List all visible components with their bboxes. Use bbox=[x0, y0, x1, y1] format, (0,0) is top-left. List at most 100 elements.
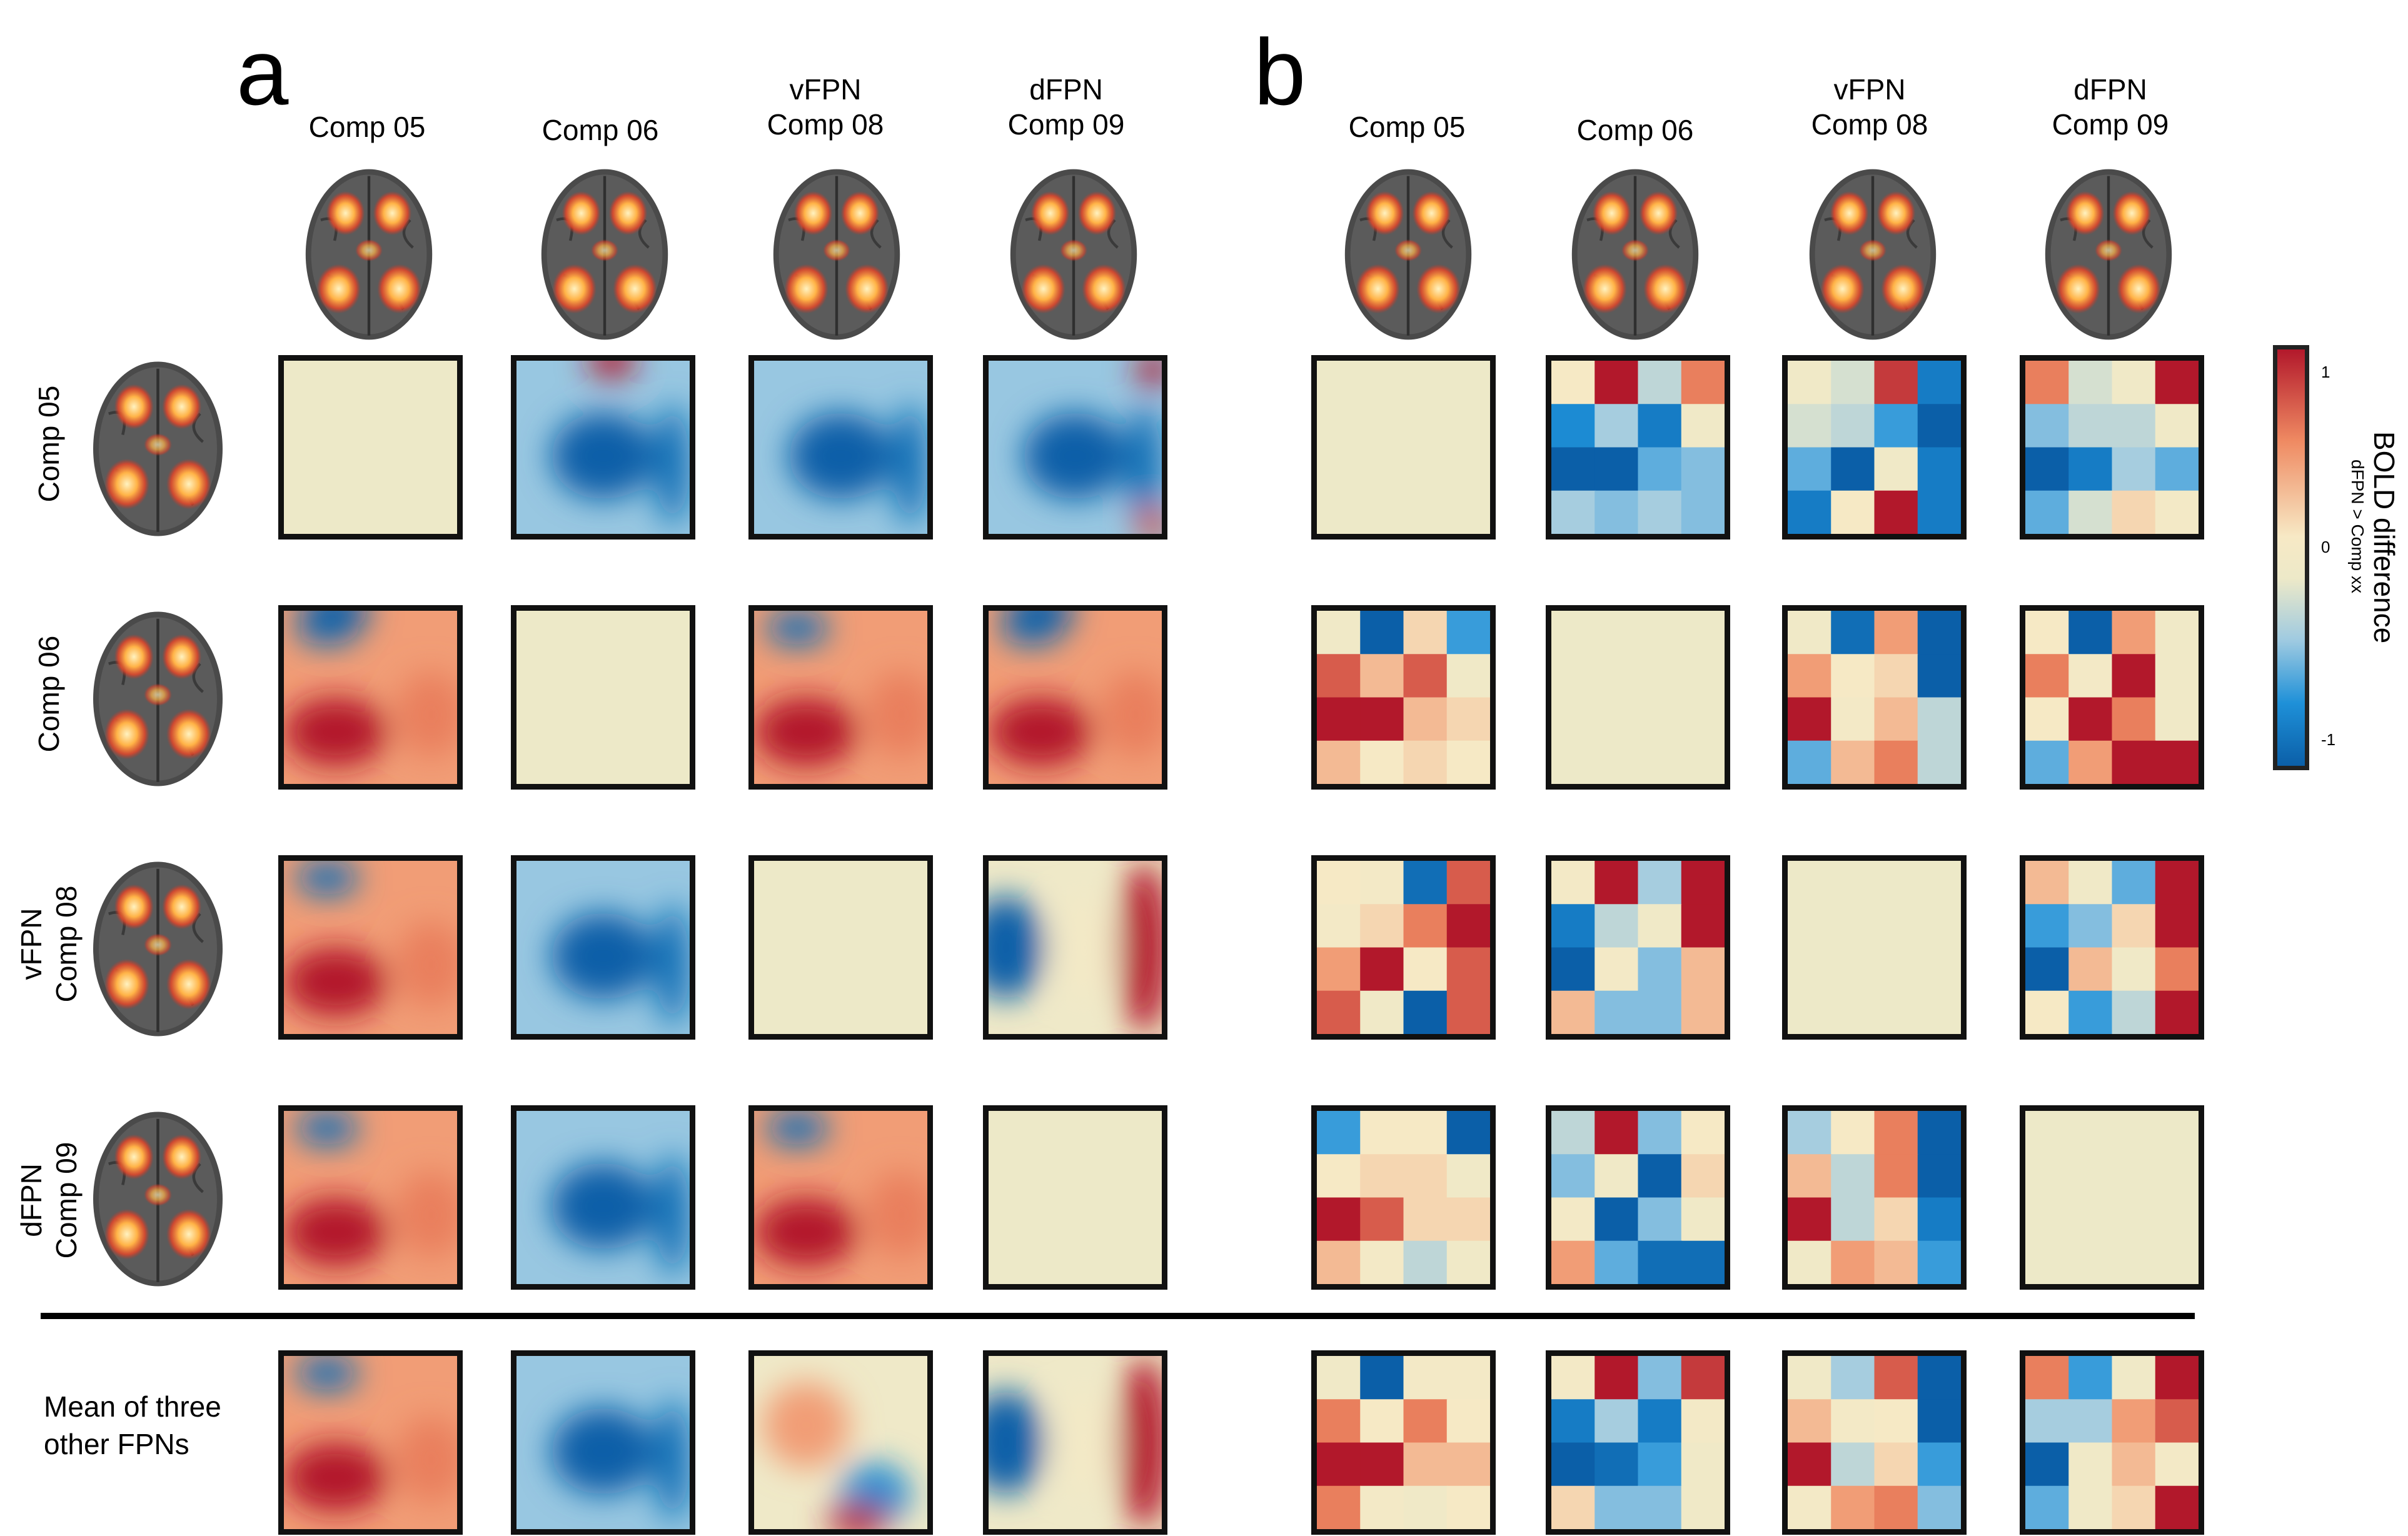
mean-tile-a bbox=[983, 1350, 1167, 1535]
heatmap-blob bbox=[551, 1408, 655, 1495]
heatmap-cell bbox=[1638, 904, 1683, 948]
heatmap-cell bbox=[1594, 1485, 1639, 1529]
heatmap-blob bbox=[1005, 611, 1076, 632]
heatmap-cell bbox=[1638, 1356, 1683, 1400]
heatmap-cell bbox=[1403, 611, 1448, 655]
heatmap-cell bbox=[1594, 1442, 1639, 1487]
brain-column-thumbnail bbox=[1010, 169, 1137, 340]
heatmap-blob bbox=[788, 413, 893, 499]
heatmap-cell bbox=[1638, 404, 1683, 448]
heatmap-cell bbox=[2068, 947, 2113, 992]
heatmap-cell bbox=[2155, 611, 2199, 655]
heatmap-cell bbox=[1551, 904, 1596, 948]
grid-heatmap bbox=[1551, 861, 1725, 1034]
heatmap-cell bbox=[1403, 1197, 1448, 1242]
heatmap-cell bbox=[1638, 447, 1683, 492]
heatmap-cell bbox=[1638, 861, 1683, 905]
heatmap-cell bbox=[2112, 611, 2157, 655]
heatmap-cell bbox=[2068, 404, 2113, 448]
heatmap-cell bbox=[1317, 1154, 1361, 1198]
heatmap-cell bbox=[1360, 904, 1404, 948]
heatmap-cell bbox=[2112, 1399, 2157, 1443]
heatmap-cell bbox=[1446, 697, 1490, 742]
heatmap-blob bbox=[284, 947, 388, 1017]
heatmap-cell bbox=[2112, 404, 2157, 448]
mean-tile-a bbox=[748, 1350, 933, 1535]
colorbar-title: BOLD difference bbox=[2368, 431, 2400, 644]
heatmap-cell bbox=[1446, 740, 1490, 784]
heatmap-cell bbox=[1360, 611, 1404, 655]
heatmap-blob bbox=[396, 671, 457, 758]
smooth-heatmap bbox=[284, 1111, 457, 1284]
heatmap-cell bbox=[1317, 1356, 1361, 1400]
diagonal-empty bbox=[2025, 1111, 2199, 1284]
heatmap-cell bbox=[2025, 947, 2070, 992]
heatmap-blob bbox=[296, 1356, 359, 1391]
heatmap-cell bbox=[1831, 654, 1875, 698]
heatmap-cell bbox=[2112, 740, 2157, 784]
heatmap-cell bbox=[1917, 404, 1961, 448]
heatmap-blob bbox=[655, 904, 690, 1026]
heatmap-cell bbox=[1594, 490, 1639, 534]
smooth-heatmap bbox=[989, 361, 1162, 534]
column-header-b-comp06: Comp 06 bbox=[1576, 114, 1694, 146]
heatmap-tile-a bbox=[748, 605, 933, 790]
heatmap-cell bbox=[1446, 990, 1490, 1034]
heatmap-blob bbox=[284, 1442, 388, 1512]
mean-tile-b bbox=[1782, 1350, 1967, 1535]
heatmap-cell bbox=[1594, 1111, 1639, 1155]
heatmap-blob bbox=[754, 1197, 859, 1267]
heatmap-cell bbox=[1594, 861, 1639, 905]
heatmap-cell bbox=[1446, 654, 1490, 698]
heatmap-cell bbox=[1317, 611, 1361, 655]
heatmap-cell bbox=[1874, 1485, 1919, 1529]
heatmap-cell bbox=[1788, 1356, 1832, 1400]
heatmap-cell bbox=[1831, 1485, 1875, 1529]
heatmap-cell bbox=[1638, 1240, 1683, 1284]
heatmap-cell bbox=[1681, 1154, 1725, 1198]
heatmap-cell bbox=[1917, 740, 1961, 784]
heatmap-cell bbox=[2155, 740, 2199, 784]
heatmap-cell bbox=[1551, 990, 1596, 1034]
heatmap-cell bbox=[1551, 1111, 1596, 1155]
heatmap-cell bbox=[1446, 947, 1490, 992]
heatmap-cell bbox=[1874, 404, 1919, 448]
heatmap-cell bbox=[1681, 1442, 1725, 1487]
heatmap-tile-a bbox=[748, 1105, 933, 1290]
heatmap-cell bbox=[1594, 1240, 1639, 1284]
mean-row-label: Mean of three other FPNs bbox=[44, 1390, 221, 1460]
heatmap-cell bbox=[1446, 1442, 1490, 1487]
heatmap-cell bbox=[1831, 1356, 1875, 1400]
heatmap-cell bbox=[1917, 1485, 1961, 1529]
heatmap-cell bbox=[1874, 1442, 1919, 1487]
grid-heatmap bbox=[1788, 1111, 1961, 1284]
heatmap-cell bbox=[1917, 654, 1961, 698]
heatmap-blob bbox=[1052, 1390, 1116, 1495]
heatmap-cell bbox=[1638, 947, 1683, 992]
heatmap-blob bbox=[284, 697, 388, 767]
heatmap-cell bbox=[1594, 361, 1639, 405]
heatmap-cell bbox=[2025, 490, 2070, 534]
heatmap-blob bbox=[989, 1390, 1044, 1495]
heatmap-tile-b bbox=[2020, 1105, 2204, 1290]
colorbar-tick-min: -1 bbox=[2321, 730, 2336, 749]
heatmap-blob bbox=[296, 861, 359, 896]
heatmap-cell bbox=[1681, 947, 1725, 992]
heatmap-blob bbox=[551, 913, 655, 1000]
heatmap-cell bbox=[2025, 1399, 2070, 1443]
heatmap-cell bbox=[1681, 404, 1725, 448]
heatmap-cell bbox=[1551, 1485, 1596, 1529]
heatmap-blob bbox=[396, 921, 457, 1008]
heatmap-cell bbox=[1681, 1356, 1725, 1400]
heatmap-cell bbox=[1594, 1197, 1639, 1242]
heatmap-tile-b bbox=[1546, 605, 1730, 790]
heatmap-tile-a bbox=[748, 855, 933, 1040]
heatmap-cell bbox=[1681, 490, 1725, 534]
grid-heatmap bbox=[1788, 1356, 1961, 1529]
heatmap-blob bbox=[296, 1111, 359, 1146]
heatmap-blob bbox=[655, 404, 690, 526]
heatmap-cell bbox=[1594, 447, 1639, 492]
row-header-vfpn: vFPN Comp 08 bbox=[15, 885, 83, 1003]
heatmap-cell bbox=[1360, 861, 1404, 905]
separator-line bbox=[41, 1313, 2195, 1319]
